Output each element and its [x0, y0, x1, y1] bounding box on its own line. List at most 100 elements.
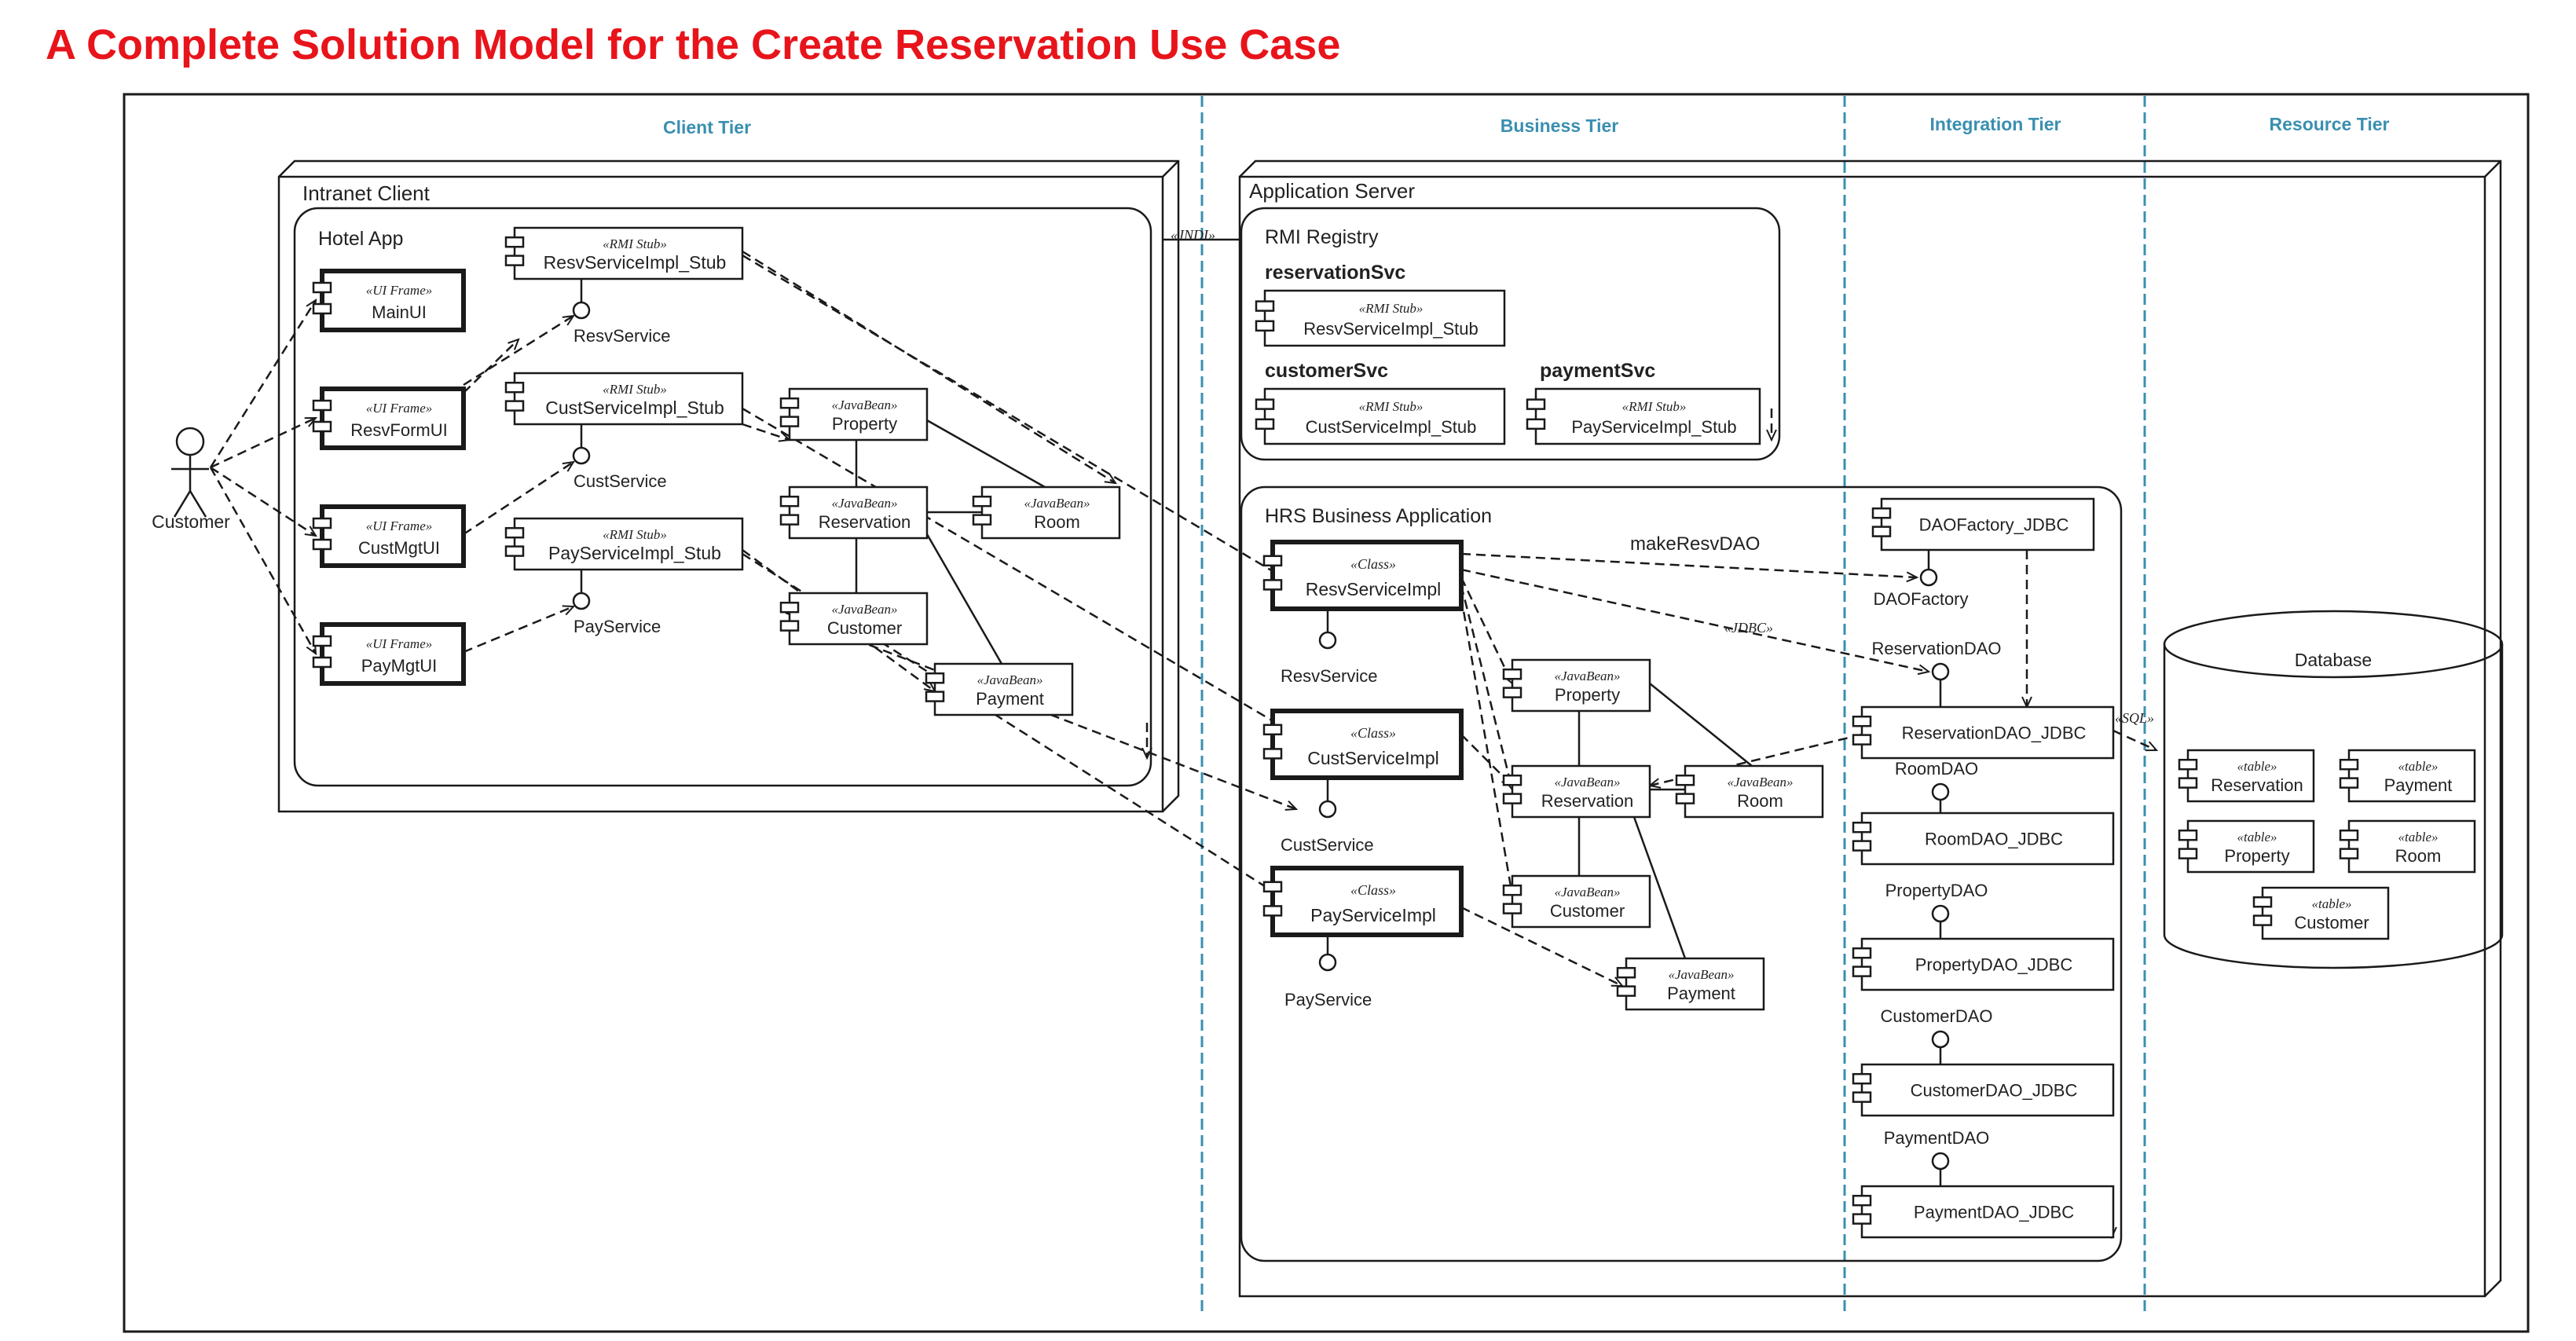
- business-class-0-label: ResvServiceImpl: [1306, 579, 1442, 599]
- business-bean-customer: «JavaBean» Customer: [1502, 874, 1651, 929]
- stub1-to-custservice: [742, 407, 1316, 746]
- page-title: A Complete Solution Model for the Create…: [46, 21, 1341, 68]
- package-label-rmi-registry: RMI Registry: [1265, 226, 1379, 248]
- business-class-2: «Class» PayServiceImpl: [1262, 866, 1464, 937]
- stub1-to-property-bean: [742, 423, 790, 440]
- tier-label-business: Business Tier: [1501, 115, 1618, 136]
- client-stub-0: «RMI Stub»ResvServiceImpl_Stub: [504, 226, 744, 280]
- tier-label-resource: Resource Tier: [2270, 114, 2390, 134]
- business-bean-reservation-label: Reservation: [1541, 791, 1633, 811]
- dao-jdbc-3: CustomerDAO_JDBC: [1852, 1063, 2115, 1117]
- registry-stub-0: «RMI Stub»ResvServiceImpl_Stub: [1255, 289, 1506, 347]
- client-ui-0-label: MainUI: [372, 302, 427, 322]
- db-table-2: «table»Property: [2178, 819, 2315, 874]
- dao-interface-4: PaymentDAO: [1884, 1128, 1989, 1186]
- business-interface-1-label: CustService: [1281, 835, 1374, 855]
- business-bean-payment-stereotype: «JavaBean»: [1668, 967, 1734, 982]
- business-bean-payment: «JavaBean»Payment: [1616, 957, 1765, 1011]
- db-table-0-stereotype: «table»: [2237, 759, 2277, 774]
- dao-jdbc-3-label: CustomerDAO_JDBC: [1911, 1080, 2078, 1100]
- business-class-0: «Class»ResvServiceImpl: [1262, 540, 1464, 611]
- db-table-0: «table»Reservation: [2178, 749, 2315, 803]
- bean-prop-room: [926, 419, 1046, 489]
- registry-stub-0-stereotype: «RMI Stub»: [1359, 301, 1424, 316]
- registry-stub-2: «RMI Stub»PayServiceImpl_Stub: [1526, 387, 1761, 445]
- registry-stub-1-stereotype: «RMI Stub»: [1359, 399, 1424, 414]
- db-table-1-stereotype: «table»: [2398, 759, 2439, 774]
- actor-to-ui-0: [209, 300, 316, 468]
- client-stub-0-label: ResvServiceImpl_Stub: [544, 252, 727, 273]
- client-ui-1: «UI Frame»ResvFormUI: [312, 387, 466, 450]
- package-hrs-business-app: [1240, 485, 2123, 1262]
- business-interface-1: CustService: [1281, 778, 1374, 855]
- client-stub-interface-0-label: ResvService: [573, 326, 670, 346]
- dao-jdbc-1-label: RoomDAO_JDBC: [1925, 829, 2063, 848]
- registry-stub-1-label: CustServiceImpl_Stub: [1306, 417, 1477, 437]
- node-label-application-server: Application Server: [1249, 179, 1415, 203]
- connectors-layer: [209, 238, 2156, 1237]
- dao-jdbc-4-label: PaymentDAO_JDBC: [1914, 1202, 2074, 1222]
- components-layer: «UI Frame» MainUI «UI Frame»ResvFormUI «UI …: [312, 226, 2476, 1239]
- client-stub-1: «RMI Stub»CustServiceImpl_Stub: [504, 372, 744, 426]
- registry-name-1: customerSvc: [1265, 360, 1388, 382]
- bbean-prop-room: [1649, 683, 1753, 767]
- business-bean-reservation: «JavaBean»Reservation: [1502, 764, 1651, 819]
- business-class-2-stereotype: «Class»: [1350, 882, 1396, 898]
- client-bean-customer-label: Customer: [827, 618, 902, 638]
- client-ui-1-stereotype: «UI Frame»: [366, 401, 433, 416]
- tier-label-integration: Integration Tier: [1930, 114, 2061, 134]
- client-bean-room-stereotype: «JavaBean»: [1024, 496, 1090, 511]
- package-label-hrs-business-app: HRS Business Application: [1265, 505, 1492, 527]
- business-class-2-label: PayServiceImpl: [1310, 905, 1436, 925]
- client-bean-room: «JavaBean»Room: [972, 485, 1121, 540]
- db-table-4: «table»Customer: [2252, 886, 2390, 940]
- dao-interface-2-label: PropertyDAO: [1885, 881, 1988, 900]
- dao-interface-3: CustomerDAO: [1880, 1006, 1993, 1064]
- dao-interface-1-label: RoomDAO: [1895, 759, 1978, 779]
- client-bean-customer-stereotype: «JavaBean»: [831, 602, 897, 617]
- client-ui-3-label: PayMgtUI: [361, 656, 438, 676]
- actor-to-ui-1: [210, 416, 316, 469]
- client-stub-1-stereotype: «RMI Stub»: [603, 382, 667, 397]
- node-application-server: [1238, 159, 2502, 1298]
- business-class-1-stereotype: «Class»: [1350, 725, 1396, 741]
- resvimpl-to-reservationdao: [1460, 568, 1929, 672]
- db-table-1-label: Payment: [2384, 775, 2453, 795]
- db-table-3-stereotype: «table»: [2398, 830, 2439, 845]
- stub0-to-reservation-bean: [742, 250, 1116, 483]
- business-bean-property: «JavaBean»Property: [1502, 658, 1651, 713]
- actor-customer-label: Customer: [152, 511, 230, 532]
- client-ui-2-label: CustMgtUI: [358, 538, 440, 558]
- client-ui-3: «UI Frame»PayMgtUI: [312, 622, 466, 686]
- business-bean-room-stereotype: «JavaBean»: [1727, 775, 1793, 790]
- client-bean-property-stereotype: «JavaBean»: [831, 398, 897, 412]
- business-class-1: «Class»CustServiceImpl: [1262, 709, 1464, 780]
- dao-interface-0-label: ReservationDAO: [1871, 639, 2001, 658]
- client-stub-interface-0: ResvService: [572, 279, 670, 346]
- dao-interface-0: ReservationDAO: [1871, 639, 2002, 707]
- dao-jdbc-0: ReservationDAO_JDBC: [1852, 705, 2115, 760]
- tier-dividers: [1200, 96, 2146, 1312]
- client-bean-reservation-label: Reservation: [819, 512, 911, 532]
- dao-factory-jdbc-label: DAOFactory_JDBC: [1919, 515, 2069, 534]
- sql-link: [2112, 729, 2156, 752]
- db-table-4-stereotype: «table»: [2312, 896, 2352, 911]
- dao-interface-2: PropertyDAO: [1885, 881, 1988, 939]
- db-table-2-label: Property: [2224, 846, 2289, 866]
- business-bean-property-stereotype: «JavaBean»: [1554, 669, 1620, 683]
- registry-stub-2-label: PayServiceImpl_Stub: [1571, 417, 1736, 437]
- database-cylinder: [2163, 610, 2504, 969]
- db-table-0-label: Reservation: [2211, 775, 2303, 795]
- business-bean-customer-stereotype: «JavaBean»: [1554, 885, 1620, 899]
- dao-jdbc-4: PaymentDAO_JDBC: [1852, 1185, 2115, 1239]
- mainui-corner: [463, 339, 518, 394]
- node-intranet-client: [277, 159, 1180, 813]
- business-bean-room: «JavaBean»Room: [1675, 764, 1824, 819]
- package-hotel-app: [293, 207, 1152, 787]
- client-bean-property: «JavaBean»Property: [779, 387, 929, 442]
- business-interface-2: PayService: [1284, 935, 1372, 1009]
- payimpl-to-payment: [1460, 906, 1622, 987]
- dao-jdbc-2-label: PropertyDAO_JDBC: [1915, 954, 2073, 974]
- business-bean-customer-label: Customer: [1550, 901, 1625, 921]
